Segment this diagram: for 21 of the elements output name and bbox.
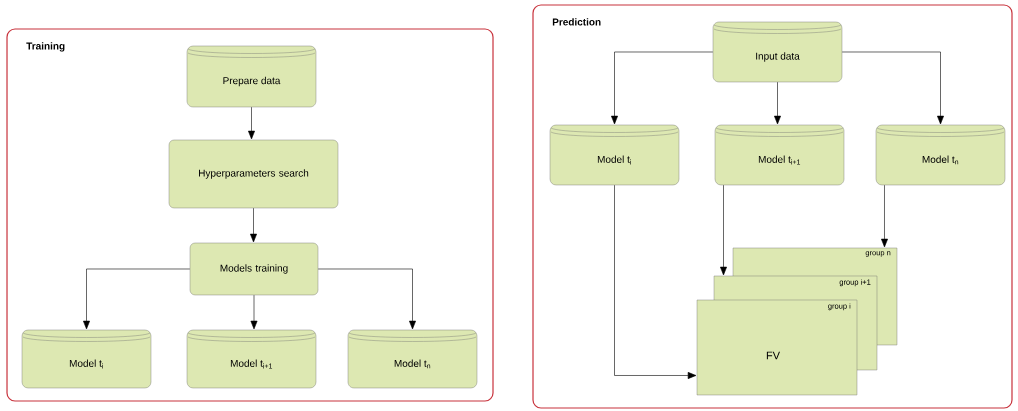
arrow <box>720 184 727 276</box>
arrow <box>841 51 944 125</box>
arrow <box>611 51 714 125</box>
arrow <box>250 294 258 330</box>
arrow <box>83 268 191 330</box>
database-cylinder: Model t$_{n}$ <box>875 124 1006 186</box>
arrow <box>881 184 888 248</box>
database-cylinder: Input data <box>712 21 843 83</box>
arrow <box>250 207 257 243</box>
arrow <box>317 268 416 330</box>
database-cylinder: Model t$_{i+1}$ <box>714 124 845 186</box>
database-cylinder: Model t$_{n}$ <box>347 329 478 389</box>
arrow <box>774 81 781 125</box>
process-box: Models training <box>189 242 319 296</box>
arrow <box>614 184 697 379</box>
database-cylinder: Prepare data <box>186 45 317 108</box>
arrow <box>248 106 255 140</box>
database-cylinder: Model t$_{i+1}$ <box>186 329 317 389</box>
database-cylinder: Model t$_{i}$ <box>21 329 152 389</box>
database-cylinder: Model t$_{i}$ <box>549 124 680 186</box>
process-box: Hyperparameters search <box>168 139 339 209</box>
